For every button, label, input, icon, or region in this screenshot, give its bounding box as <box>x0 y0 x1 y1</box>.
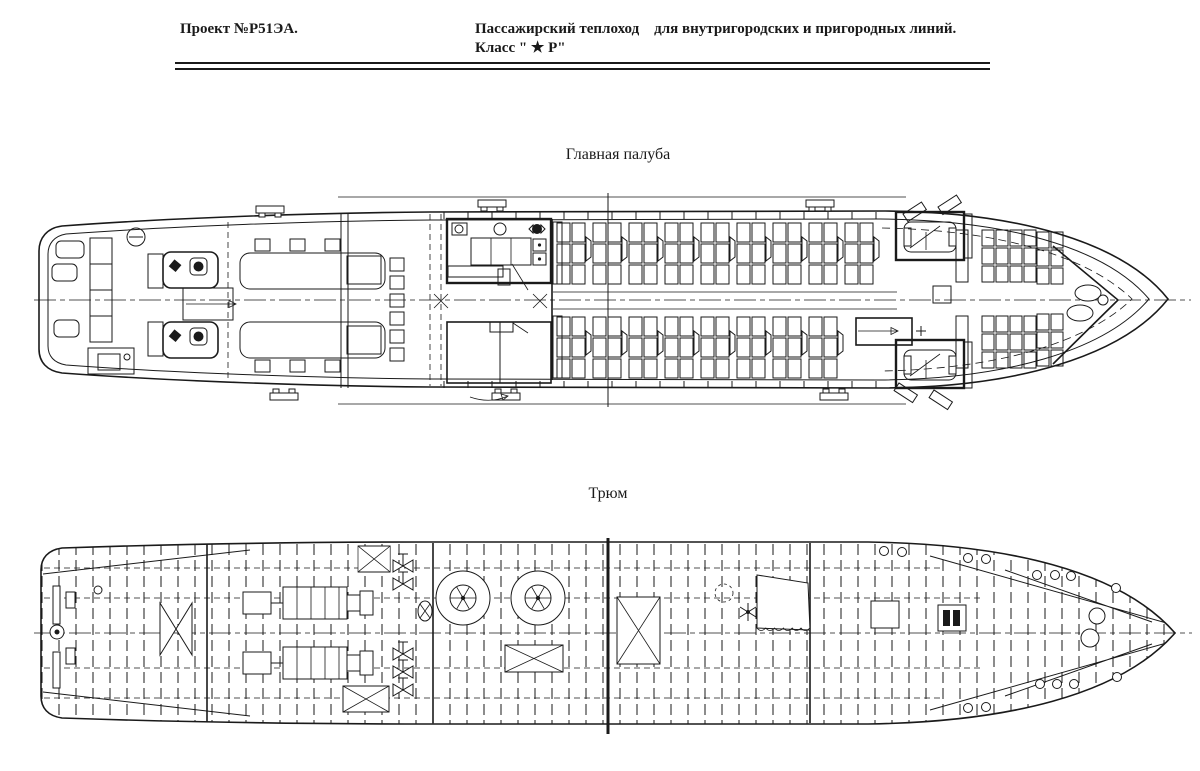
armchair <box>55 240 85 259</box>
lounge-table-top <box>239 252 386 290</box>
plus-mark <box>916 326 926 336</box>
wc-compartment-top <box>162 251 219 289</box>
hold-hull <box>40 541 1177 725</box>
hold-plan <box>34 538 1192 734</box>
window-mullions-bottom <box>436 381 896 388</box>
canopy-edge-lines <box>338 196 906 405</box>
bench-hatched <box>147 253 164 289</box>
ship-title: Пассажирский теплоход для внутригородски… <box>475 21 957 37</box>
lower-midship-room <box>446 321 552 384</box>
wc-compartment-bottom <box>162 321 219 359</box>
fan-symbol <box>739 603 757 621</box>
door-swing-arrow <box>469 393 509 401</box>
window-mullions-top <box>436 212 896 219</box>
bow-lounge <box>932 229 1120 369</box>
chain-pipe <box>1080 628 1100 648</box>
service-counter <box>87 347 135 375</box>
mid-hold <box>616 574 900 665</box>
lounge-table-bottom <box>239 321 386 359</box>
bench-hatched <box>147 321 164 357</box>
galley <box>445 217 553 291</box>
break-mark <box>433 293 449 309</box>
armchair <box>51 263 78 282</box>
break-mark <box>532 293 548 309</box>
salon-seating <box>552 221 897 379</box>
forward-stairway <box>855 317 926 346</box>
tank-bowtie <box>159 601 193 657</box>
fan <box>532 224 542 234</box>
door-leaf <box>511 263 529 291</box>
windlass-box <box>937 604 967 632</box>
sofa-cabin-bottom <box>894 338 966 390</box>
oval-table <box>1066 304 1094 322</box>
bow-bulkhead-chevron <box>1052 245 1120 365</box>
capstan-circle <box>510 570 566 626</box>
galley-counter <box>470 237 532 266</box>
chain-pipe <box>1088 607 1106 625</box>
void-trapezoid <box>756 574 811 631</box>
sink <box>454 224 464 234</box>
bow-structure <box>879 546 1122 713</box>
capstan-circle <box>435 570 491 626</box>
bow-inner-dashed-line <box>881 227 1133 372</box>
bow-stringers <box>929 555 1171 711</box>
hold-label: Трюм <box>588 485 628 502</box>
armchair <box>53 319 80 338</box>
stern-lounge <box>51 222 405 382</box>
rudder-gear <box>49 585 193 689</box>
break-wavy-line <box>756 627 811 631</box>
engine-room <box>242 545 566 713</box>
main-deck-plan <box>34 193 1191 411</box>
stair-arrow <box>186 299 237 309</box>
stern-stringers <box>42 549 251 717</box>
main-deck-label: Главная палуба <box>565 146 671 163</box>
stove-burner <box>493 222 507 236</box>
light-fixture <box>126 227 146 247</box>
oval-table <box>1074 284 1102 302</box>
project-number: Проект №Р51ЭА. <box>180 21 298 37</box>
ship-class: Класс " ★ Р" <box>475 40 566 56</box>
header-double-rule <box>175 62 990 70</box>
main-deck-hull <box>38 210 1170 389</box>
